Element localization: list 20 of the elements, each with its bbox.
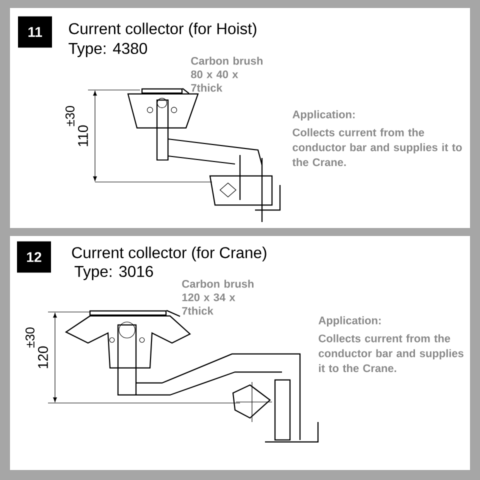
dimension-label: 120 [38,346,48,368]
type-text: Type: 3016 [74,266,153,280]
application-text: Collects current from the conductor bar and supplies it to the Crane. [318,334,464,372]
carbon-brush [141,88,183,94]
tolerance-label: ±30 [26,328,34,348]
application-heading: Application: [318,316,381,326]
carbon-brush [89,310,167,316]
application-text: Collects current from the conductor bar and supplies it to the Crane. [292,128,462,166]
dimension-label: 110 [78,125,88,146]
type-text: Type: 4380 [68,42,148,58]
callout-text: Carbon brush 80 x 40 x 7thick [191,56,262,92]
number-badge: 12 [17,241,51,273]
leader-line [182,88,190,94]
leader-line [166,310,180,317]
tolerance-label: ±30 [66,106,74,126]
number-badge: 11 [18,16,52,48]
title-text: Current collector (for Crane) [72,246,266,262]
callout-text: Carbon brush 120 x 34 x 7thick [182,280,254,315]
application-heading: Application: [292,110,355,120]
title-text: Current collector (for Hoist) [69,22,256,38]
